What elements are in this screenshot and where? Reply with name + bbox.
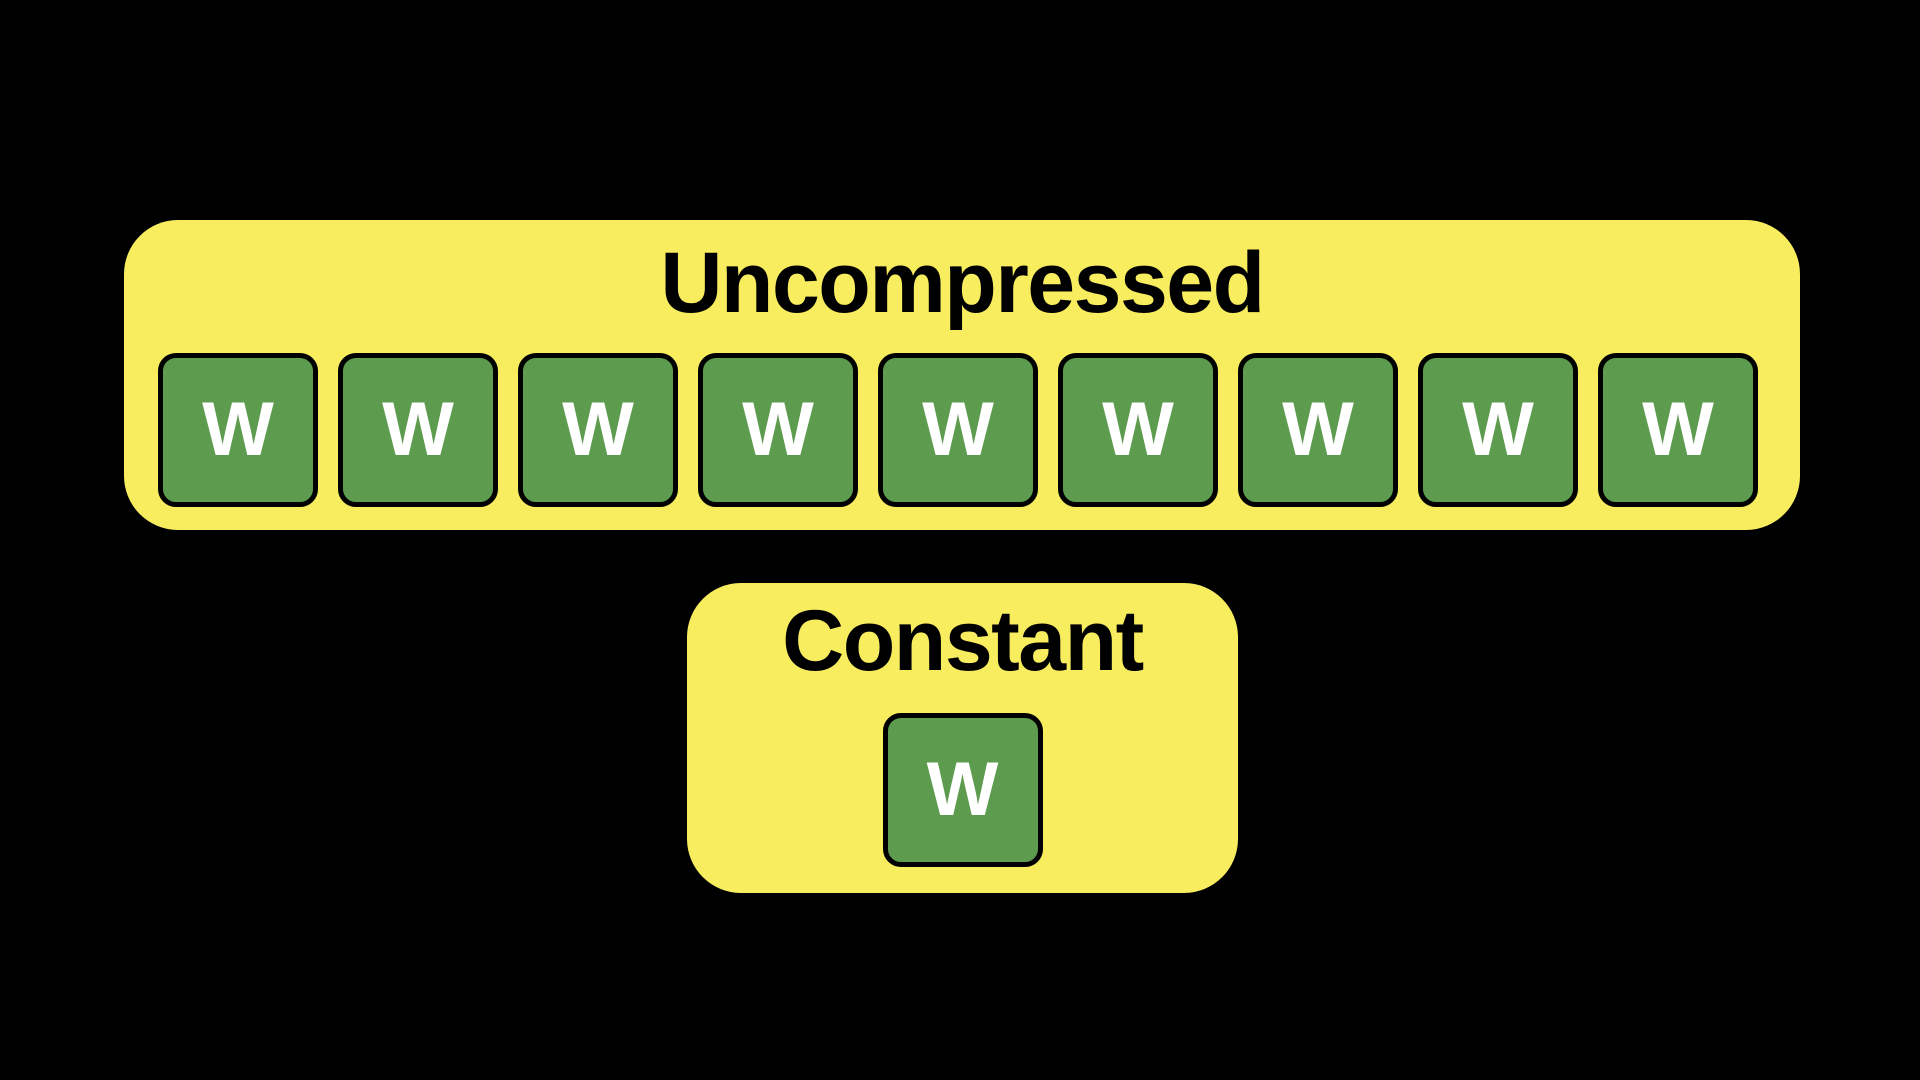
word-cell: W (1058, 353, 1218, 507)
constant-cells-row: W (687, 713, 1238, 867)
word-cell: W (878, 353, 1038, 507)
word-cell: W (518, 353, 678, 507)
word-cell: W (338, 353, 498, 507)
word-cell: W (1598, 353, 1758, 507)
constant-box: Constant W (687, 583, 1238, 893)
uncompressed-title: Uncompressed (660, 235, 1265, 331)
word-cell: W (698, 353, 858, 507)
word-cell: W (1418, 353, 1578, 507)
word-cell: W (158, 353, 318, 507)
constant-title: Constant (782, 593, 1144, 689)
word-cell: W (1238, 353, 1398, 507)
word-cell: W (882, 713, 1043, 867)
